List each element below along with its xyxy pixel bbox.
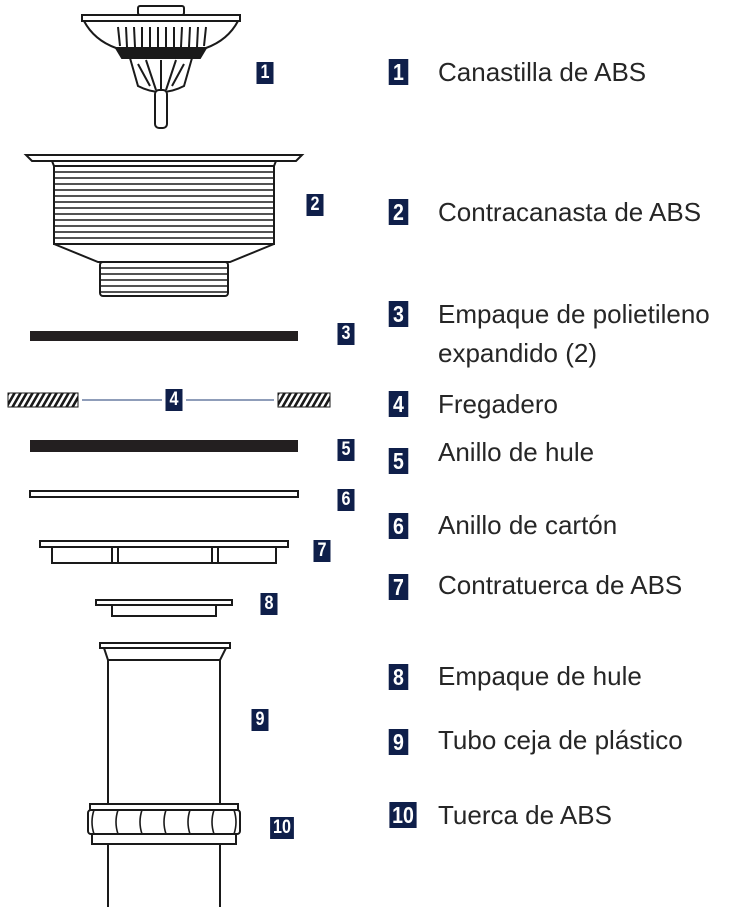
rubber-washer-part: [95, 599, 233, 617]
legend-badge-5: 5: [388, 447, 409, 474]
sink-part: [7, 392, 331, 408]
legend-badge-number: 7: [393, 573, 404, 600]
legend-badge-6: 6: [388, 512, 409, 539]
legend-label-9: Tubo ceja de plástico: [438, 725, 683, 755]
cardboard-ring-part: [29, 490, 299, 498]
slip-nut-part: [87, 803, 241, 845]
legend-badge-number: 4: [393, 390, 404, 417]
legend-badge-number: 8: [393, 663, 404, 690]
callout-badge-9: 9: [251, 709, 269, 731]
callout-badge-number: 8: [264, 593, 274, 614]
callout-badge-number: 9: [255, 709, 265, 730]
legend-label-8: Empaque de hule: [438, 661, 642, 691]
callout-badge-number: 7: [317, 540, 327, 561]
callout-badge-10: 10: [270, 817, 294, 839]
callout-badge-number: 4: [169, 389, 179, 410]
legend-badge-1: 1: [388, 58, 409, 85]
rubber-ring-part: [30, 440, 298, 452]
legend-badge-number: 5: [393, 447, 404, 474]
legend-badge-number: 6: [393, 512, 404, 539]
legend-badge-number: 3: [393, 300, 404, 327]
legend-badge-number: 10: [392, 801, 414, 828]
callout-badge-number: 6: [341, 489, 351, 510]
legend-badge-number: 2: [393, 198, 404, 225]
legend-label-10: Tuerca de ABS: [438, 800, 612, 830]
legend-badge-number: 9: [393, 728, 404, 755]
callout-badge-8: 8: [260, 593, 278, 615]
legend-label-4: Fregadero: [438, 389, 558, 419]
legend-badge-3: 3: [388, 300, 409, 327]
legend-label-3-line2: expandido (2): [438, 338, 597, 368]
legend-label-7: Contratuerca de ABS: [438, 570, 683, 600]
legend-label-6: Anillo de cartón: [438, 510, 618, 540]
callout-badge-number: 5: [341, 439, 351, 460]
basket-strainer-part: [81, 5, 241, 129]
legend-label-1: Canastilla de ABS: [438, 57, 647, 87]
callout-badge-number: 2: [310, 194, 320, 215]
callout-badge-5: 5: [337, 439, 355, 461]
legend-label-2: Contracanasta de ABS: [438, 197, 702, 227]
callout-badge-1: 1: [256, 62, 274, 84]
flange-tube-part: [99, 642, 231, 907]
legend-badge-10: 10: [389, 801, 417, 828]
callout-badge-3: 3: [337, 323, 355, 345]
callout-badge-4: 4: [165, 389, 183, 411]
callout-badge-number: 10: [273, 817, 291, 838]
legend-badge-4: 4: [388, 390, 409, 417]
callout-badge-6: 6: [337, 489, 355, 511]
locknut-part: [39, 540, 289, 564]
foam-gasket-part: [30, 331, 298, 341]
callout-badge-2: 2: [306, 194, 324, 216]
legend-label-5: Anillo de hule: [438, 437, 595, 467]
legend-label-3: Empaque de polietileno: [438, 299, 710, 329]
legend-badge-number: 1: [393, 58, 404, 85]
callout-badge-7: 7: [313, 540, 331, 562]
legend-badge-9: 9: [388, 728, 409, 755]
strainer-body-part: [23, 154, 305, 297]
callout-badge-number: 3: [341, 323, 351, 344]
legend-badge-7: 7: [388, 573, 409, 600]
legend-badge-8: 8: [388, 663, 409, 690]
callout-badge-number: 1: [260, 62, 270, 83]
legend-badge-2: 2: [388, 198, 409, 225]
